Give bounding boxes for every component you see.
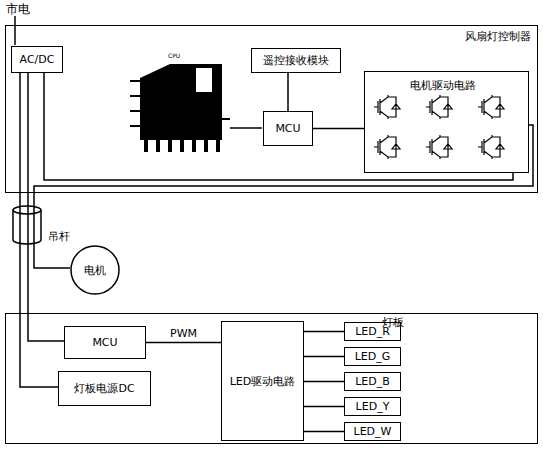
node-text: LED_B bbox=[355, 375, 390, 388]
group-box: 风扇灯控制器 AC/DC 遥控接收模块 MCU 电机驱动电路 bbox=[5, 25, 538, 193]
chip-marking: CPU bbox=[168, 52, 180, 59]
block-box: LED_R bbox=[344, 322, 401, 341]
node-text: AC/DC bbox=[20, 53, 55, 66]
block-box: 遥控接收模块 bbox=[251, 48, 341, 73]
block-box: AC/DC bbox=[11, 46, 63, 73]
chip-wire bbox=[230, 127, 262, 129]
node-text: LED_R bbox=[355, 325, 390, 338]
node-text: 电机 bbox=[84, 263, 106, 278]
wire-connector bbox=[34, 125, 533, 268]
block-box: LED_Y bbox=[344, 397, 401, 416]
node-text: LED_W bbox=[354, 425, 392, 438]
wire-connector bbox=[304, 356, 344, 358]
node-text: MCU bbox=[275, 122, 300, 135]
circle-outline bbox=[71, 246, 119, 294]
wire-connector bbox=[304, 431, 344, 433]
block-box: LED_W bbox=[344, 422, 401, 441]
block-box: LED驱动电路 bbox=[221, 321, 304, 441]
node-text: 灯板电源DC bbox=[74, 381, 134, 396]
block-box: LED_B bbox=[344, 372, 401, 391]
edge-label: PWM bbox=[170, 327, 197, 340]
node-text: 风扇灯控制器 bbox=[465, 29, 531, 44]
wire-connector bbox=[28, 73, 64, 341]
wire-connector bbox=[304, 381, 344, 383]
shape-outline bbox=[12, 205, 42, 245]
wire-connector bbox=[146, 342, 221, 344]
igbt-symbol bbox=[478, 95, 504, 119]
wire-connector bbox=[287, 73, 289, 111]
block-box: MCU bbox=[64, 326, 146, 359]
igbt-symbol bbox=[374, 95, 400, 119]
wire-connector bbox=[44, 73, 513, 180]
block-box: 灯板电源DC bbox=[58, 371, 151, 406]
node-text: 吊杆 bbox=[48, 229, 70, 244]
wire-connector bbox=[304, 331, 344, 333]
node-text: LED_Y bbox=[356, 400, 390, 413]
chip-illustration bbox=[130, 64, 230, 152]
wire-connector bbox=[304, 406, 344, 408]
cylinder-top bbox=[13, 206, 41, 214]
signal-label: 市电 bbox=[6, 1, 30, 18]
text-holder: 电机 bbox=[70, 245, 120, 295]
node-text: 遥控接收模块 bbox=[263, 53, 329, 68]
node-text: 电机驱动电路 bbox=[410, 78, 476, 93]
block-box: LED_G bbox=[344, 347, 401, 366]
node-text: LED_G bbox=[355, 350, 391, 363]
block-box: MCU bbox=[263, 111, 313, 146]
motor-circle: 电机 bbox=[70, 245, 120, 295]
node-text: MCU bbox=[92, 336, 117, 349]
igbt-symbol bbox=[426, 135, 452, 159]
wire-connector bbox=[313, 128, 364, 130]
rod-cylinder: 吊杆 bbox=[12, 205, 42, 245]
igbt-symbol bbox=[374, 135, 400, 159]
mains-wire bbox=[14, 16, 16, 45]
igbt-symbol bbox=[478, 135, 504, 159]
igbt-symbol bbox=[426, 95, 452, 119]
group-box: 电机驱动电路 bbox=[364, 71, 529, 173]
group-box: 灯板MCU灯板电源DCLED驱动电路LED_RLED_GLED_BLED_YLE… bbox=[5, 313, 538, 444]
cylinder-side bbox=[13, 210, 41, 244]
node-text: LED驱动电路 bbox=[230, 374, 296, 389]
igbt-symbols bbox=[374, 95, 504, 159]
wire-connector bbox=[20, 73, 58, 387]
